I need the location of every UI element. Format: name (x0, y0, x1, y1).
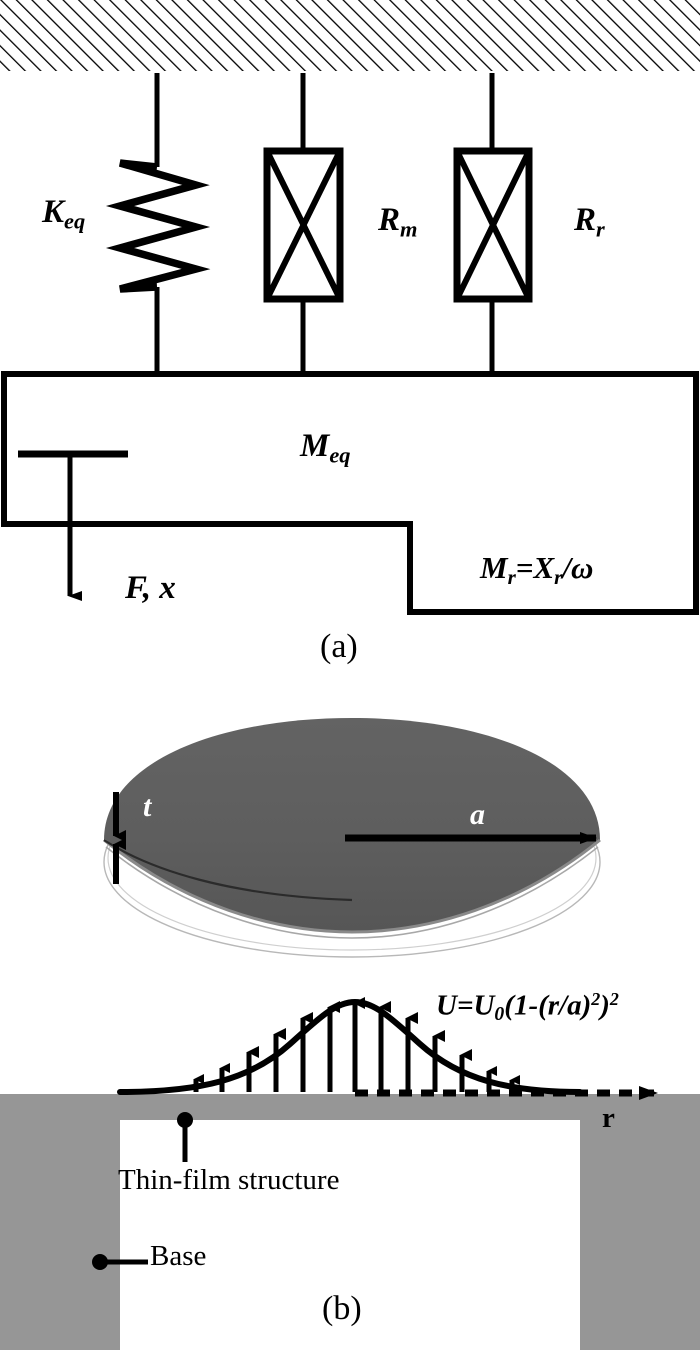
damper-radiation-Rr (453, 73, 533, 374)
label-plate-thickness: t (143, 790, 152, 823)
force-displacement-arrow (18, 450, 128, 601)
label-thin-film-structure: Thin-film structure (118, 1164, 340, 1196)
panel-a-caption: (a) (320, 628, 358, 665)
spring-branch (105, 73, 211, 374)
panel-b-drawing (0, 718, 700, 1350)
panel-b-caption: (b) (322, 1290, 362, 1327)
cross-section-base (0, 1094, 700, 1350)
label-spring-constant: Keq (42, 194, 86, 234)
mass-block-Mr (407, 521, 699, 615)
damper-mechanical-Rm (263, 73, 344, 374)
label-radiation-mass: Mr=Xr/ω (480, 550, 594, 589)
panel-a-lumped-element-model: Keq Rm Rr Meq Mr=Xr/ω F, x (a) (0, 0, 700, 665)
label-velocity-profile-equation: U=U0(1-(r/a)2)2 (436, 989, 619, 1025)
label-force-displacement: F, x (125, 570, 176, 606)
deflected-circular-plate (103, 718, 601, 958)
label-mechanical-resistance: Rm (378, 202, 418, 242)
fixed-boundary-hatch (0, 0, 700, 74)
panel-b-plate-geometry: t a U=U0(1-(r/a)2)2 r Thin-film structur… (0, 700, 700, 1350)
label-radial-axis: r (602, 1102, 615, 1134)
label-plate-radius: a (470, 798, 485, 831)
callout-base (92, 1254, 148, 1270)
label-radiation-resistance: Rr (574, 202, 605, 242)
label-equivalent-mass: Meq (300, 428, 351, 468)
label-base: Base (150, 1240, 207, 1272)
velocity-profile-arrows (193, 997, 520, 1092)
panel-a-drawing (0, 0, 700, 615)
mass-block-Meq (1, 371, 699, 527)
callout-thin-film-structure (177, 1112, 193, 1162)
